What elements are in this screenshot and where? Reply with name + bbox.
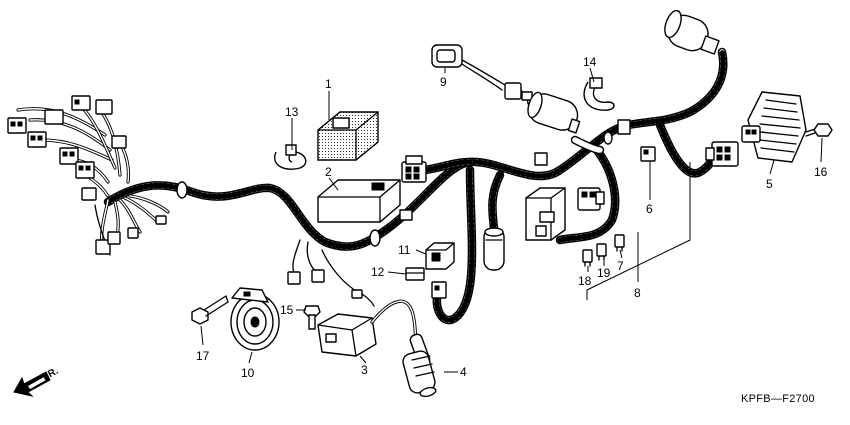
callout-14: 14 — [583, 55, 597, 69]
callout-2: 2 — [325, 165, 332, 179]
part-5-regulator-rectifier — [741, 91, 807, 163]
part-13-clamp — [274, 144, 307, 170]
part-14-clamp — [583, 77, 615, 111]
callout-7: 7 — [617, 259, 624, 273]
harness-connector-lower — [431, 281, 447, 299]
part-10-horn — [230, 287, 280, 351]
callout-9: 9 — [440, 75, 447, 89]
callout-6: 6 — [646, 202, 653, 216]
callout-13: 13 — [285, 105, 299, 119]
harness-connector-small — [287, 269, 375, 307]
callout-5: 5 — [766, 177, 773, 191]
callout-leader-lines — [200, 67, 823, 373]
part-18-fuse — [582, 249, 593, 267]
left-connector-cluster — [7, 95, 170, 256]
part-16-bolt — [805, 123, 833, 137]
callout-17: 17 — [196, 349, 210, 363]
callout-8: 8 — [634, 286, 641, 300]
part-3-ignition-coil — [317, 299, 418, 357]
front-label: FR. — [41, 366, 61, 383]
callout-3: 3 — [361, 363, 368, 377]
part-12-relay — [405, 267, 425, 281]
callout-15: 15 — [280, 303, 294, 317]
harness-fuse-holder — [525, 187, 566, 241]
harness-connector-right — [577, 187, 605, 211]
callout-18: 18 — [578, 274, 592, 288]
harness-capsule-lower — [483, 227, 505, 271]
harness-end-capsule — [664, 9, 720, 55]
callout-4: 4 — [460, 365, 467, 379]
callout-11: 11 — [398, 243, 411, 257]
part-17-bolt — [191, 295, 229, 325]
part-19-fuse — [596, 243, 607, 261]
front-direction-indicator: FR. — [13, 366, 61, 397]
part-7-fuse — [614, 234, 625, 252]
part-15-bolt — [303, 305, 321, 330]
part-2-control-unit — [317, 179, 401, 223]
part-1-relay-box — [317, 111, 379, 161]
callout-19: 19 — [597, 266, 611, 280]
callout-12: 12 — [371, 265, 385, 279]
harness-capsule-connector — [527, 91, 581, 134]
callout-1: 1 — [325, 77, 332, 91]
callout-16: 16 — [814, 165, 828, 179]
part-9-connector-assembly — [431, 44, 533, 105]
harness-connector-center — [401, 155, 427, 183]
part-11-relay — [425, 242, 455, 270]
callout-numbers: 1 2 13 9 14 11 12 6 18 19 7 8 5 16 15 17… — [196, 55, 828, 380]
diagram-code: KPFB—F2700 — [741, 393, 815, 405]
harness-connector-far-right — [705, 141, 739, 167]
part-4-spark-plug-cap — [402, 333, 437, 398]
part-6-connector — [640, 146, 656, 162]
callout-10: 10 — [241, 366, 255, 380]
